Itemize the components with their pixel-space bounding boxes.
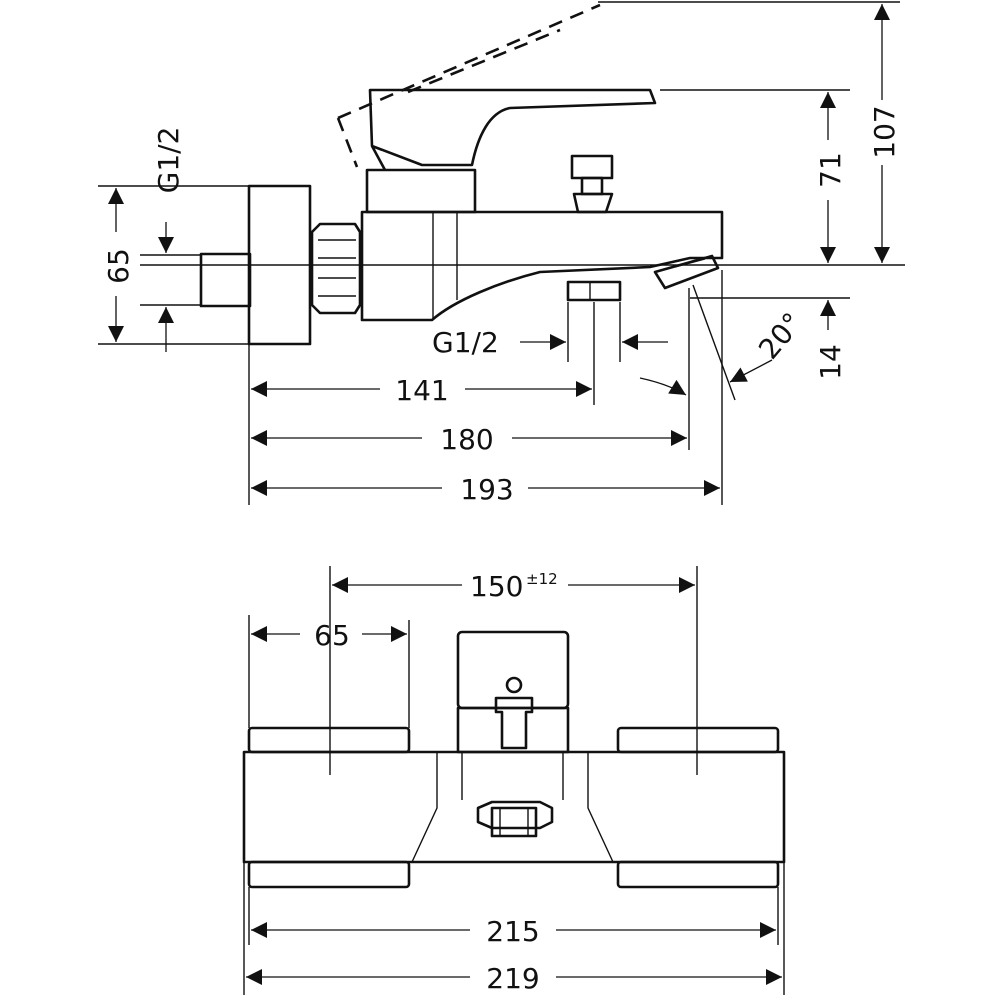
thread-inlet-label: G1/2 — [152, 127, 185, 194]
lever-neck — [370, 145, 387, 171]
right-cap-top — [616, 726, 780, 754]
lever-handle — [368, 88, 657, 167]
diverter-knob — [570, 154, 614, 214]
top-diverter-knob — [505, 676, 523, 694]
dim-65-side-label: 65 — [102, 248, 135, 284]
top-diverter-stem — [494, 696, 534, 750]
dim-193-label: 193 — [460, 473, 513, 506]
top-lever — [456, 630, 570, 710]
spout-line-right — [587, 752, 614, 863]
spout-aerator — [566, 254, 720, 302]
right-cap-bottom — [616, 860, 780, 889]
hex-nut — [310, 222, 362, 315]
dim-141-label: 141 — [395, 374, 448, 407]
left-cap-top — [247, 726, 411, 754]
top-view: 150 ±12 65 215 219 — [242, 566, 786, 995]
angle-arrow-right — [729, 359, 773, 383]
side-view: 65 G1/2 G1/2 141 180 193 20° 71 107 — [98, 1, 905, 506]
ext-angle-ray — [692, 284, 736, 401]
cartridge-housing — [365, 168, 477, 214]
left-cap-bottom — [247, 860, 411, 889]
dim-65-top-label: 65 — [314, 619, 350, 652]
top-lever-base — [456, 706, 570, 754]
angle-label: 20° — [752, 306, 809, 365]
dim-215-label: 215 — [486, 915, 539, 948]
mixer-body — [360, 210, 724, 322]
dim-219-label: 219 — [486, 962, 539, 995]
dim-150-tolerance: ±12 — [526, 570, 558, 588]
dim-150-label: 150 — [470, 570, 523, 603]
inlet-stub — [199, 252, 252, 308]
dim-14-label: 14 — [814, 344, 847, 380]
dim-107-label: 107 — [868, 105, 901, 158]
lever-open-outline — [336, 3, 601, 168]
spout-line-left — [411, 752, 438, 863]
dim-180-label: 180 — [440, 423, 493, 456]
top-aerator — [476, 800, 554, 838]
angle-arrow-left — [639, 377, 687, 396]
thread-outlet-label: G1/2 — [432, 326, 499, 359]
dim-71-label: 71 — [814, 152, 847, 188]
